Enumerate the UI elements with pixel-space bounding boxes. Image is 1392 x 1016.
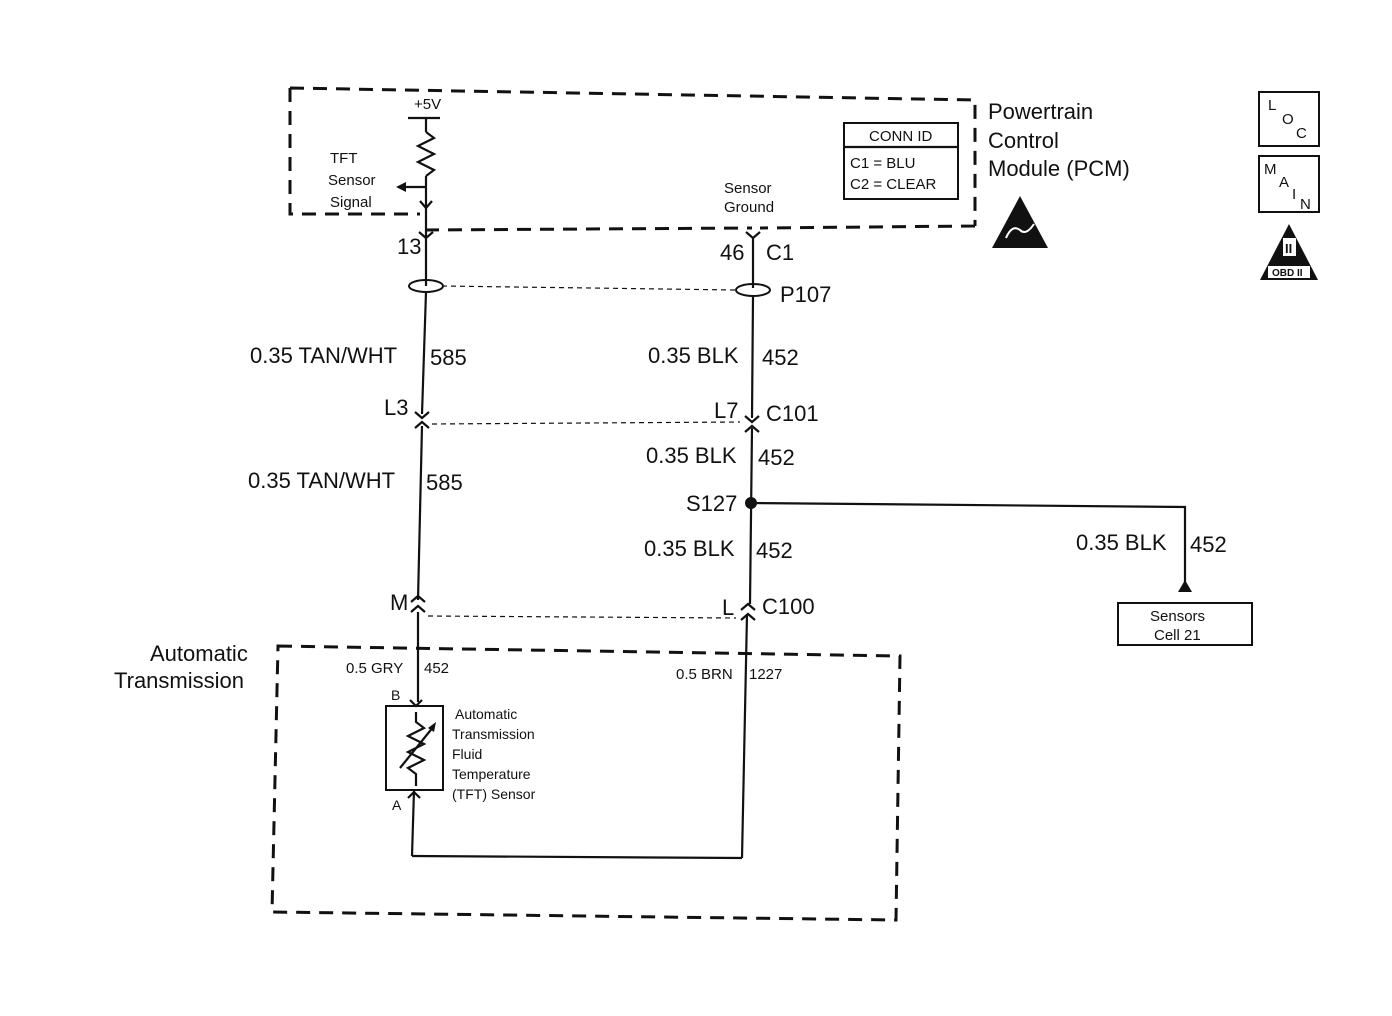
loc-icon-c: C — [1296, 125, 1307, 142]
c101-label: C101 — [766, 401, 819, 426]
obd-ii-top: II — [1285, 241, 1292, 256]
wire-right-mid-circuit: 452 — [758, 445, 795, 470]
p107-grommet-right-icon — [735, 283, 771, 297]
c100-l-label: L — [722, 595, 734, 620]
tft-sensor-label-2: Transmission — [452, 726, 535, 742]
c100-l-bottom-mark — [740, 612, 756, 621]
transmission-title-2: Transmission — [114, 668, 244, 693]
main-icon-i: I — [1292, 186, 1296, 203]
wire-left-upper-circuit: 585 — [430, 345, 467, 370]
pcm-plus5v-label: +5V — [414, 96, 441, 113]
c101-l7-label: L7 — [714, 398, 738, 423]
pcm-title-3: Module (PCM) — [988, 156, 1130, 181]
main-icon-m: M — [1264, 161, 1277, 178]
p107-link — [441, 285, 737, 291]
c1-label: C1 — [766, 240, 794, 265]
signal-arrow-icon — [396, 182, 406, 192]
conn-id-title: CONN ID — [869, 128, 933, 145]
c100-m-top-mark — [410, 594, 426, 603]
obd-ii-icon: II OBD II — [1260, 224, 1318, 280]
transmission-title-1: Automatic — [150, 641, 248, 666]
c100-label: C100 — [762, 594, 815, 619]
obd-ii-label: OBD II — [1272, 268, 1303, 279]
transmission-boundary — [270, 644, 902, 922]
wire-sensor-loop-bottom — [411, 854, 743, 860]
wire-branch-circuit: 452 — [1190, 532, 1227, 557]
wire-right-low-gauge: 0.35 BLK — [644, 536, 735, 561]
pcm-title-2: Control — [988, 128, 1059, 153]
c101-link — [431, 421, 741, 425]
tft-sensor-label-5: (TFT) Sensor — [452, 786, 536, 802]
esd-warning-icon — [992, 196, 1048, 248]
s127-label: S127 — [686, 491, 737, 516]
main-icon: M A I N — [1258, 155, 1320, 213]
c100-link — [427, 615, 737, 619]
tft-pin-b: B — [391, 687, 400, 703]
c101-l7-female-mark — [744, 424, 760, 433]
c1-pin46-label: 46 — [720, 240, 744, 265]
wire-trans-left-circuit: 452 — [424, 660, 449, 677]
c100-m-label: M — [390, 590, 408, 615]
tft-sensor-label-1: Automatic — [455, 706, 517, 722]
c101-l3-female-mark — [414, 420, 430, 429]
wire-right-upper-gauge: 0.35 BLK — [648, 343, 739, 368]
wire-left-mid-circuit: 585 — [426, 470, 463, 495]
wire-s127-branch — [750, 501, 1187, 582]
wire-branch-gauge: 0.35 BLK — [1076, 530, 1167, 555]
loc-icon: L O C — [1258, 91, 1320, 147]
pcm-ground-label-1: Sensor — [724, 180, 772, 197]
conn-id-box: CONN ID C1 = BLU C2 = CLEAR — [843, 122, 959, 200]
loc-icon-o: O — [1282, 111, 1294, 128]
pcm-tft-label-3: Signal — [330, 194, 372, 211]
main-icon-n: N — [1300, 196, 1311, 213]
conn-id-c2: C2 = CLEAR — [850, 176, 936, 193]
c101-l3-male-mark — [414, 411, 430, 420]
pcm-tft-label-2: Sensor — [328, 172, 376, 189]
wire-right-mid-gauge: 0.35 BLK — [646, 443, 737, 468]
transmission-module: Automatic Transmission 0.5 GRY 452 0.5 B… — [114, 641, 902, 922]
wire-left-upper-gauge: 0.35 TAN/WHT — [250, 343, 397, 368]
wire-left-mid-gauge: 0.35 TAN/WHT — [248, 468, 395, 493]
c101-l3-label: L3 — [384, 395, 408, 420]
c1-pin13-label: 13 — [397, 234, 421, 259]
sensors-ref-line2: Cell 21 — [1154, 627, 1201, 644]
branch-arrow-icon — [1178, 580, 1192, 592]
pcm-pullup-resistor — [415, 131, 437, 177]
wire-right-upper-circuit: 452 — [762, 345, 799, 370]
pcm-ground-label-2: Ground — [724, 199, 774, 216]
p107-grommet-left-icon — [408, 279, 444, 293]
wire-trans-right-circuit: 1227 — [749, 666, 782, 683]
sensors-ref-line1: Sensors — [1150, 608, 1205, 625]
c1-pin13-mark — [418, 231, 434, 240]
wire-trans-left-gauge: 0.5 GRY — [346, 660, 403, 677]
pcm-tft-label-1: TFT — [330, 150, 358, 167]
pcm-boundary — [288, 86, 977, 232]
loc-icon-l: L — [1268, 97, 1276, 114]
main-icon-a: A — [1279, 174, 1289, 191]
tft-sensor-label-4: Temperature — [452, 766, 531, 782]
pcm-title-1: Powertrain — [988, 99, 1093, 124]
c1-pin46-mark — [745, 231, 761, 240]
conn-id-c1: C1 = BLU — [850, 155, 915, 172]
wire-right-low-circuit: 452 — [756, 538, 793, 563]
wire-trans-right-gauge: 0.5 BRN — [676, 666, 733, 683]
tft-sensor-label-3: Fluid — [452, 746, 482, 762]
p107-label: P107 — [780, 282, 831, 307]
c100-m-bottom-mark — [410, 604, 426, 613]
c101-l7-male-mark — [744, 415, 760, 424]
sensors-cell-21-ref: Sensors Cell 21 — [1117, 602, 1253, 646]
pcm-module: +5V TFT Sensor Signal Sensor Ground CONN… — [288, 86, 1130, 248]
c100-l-top-mark — [740, 602, 756, 611]
tft-sensor: B A — [385, 687, 444, 813]
tft-pin-a: A — [392, 797, 402, 813]
